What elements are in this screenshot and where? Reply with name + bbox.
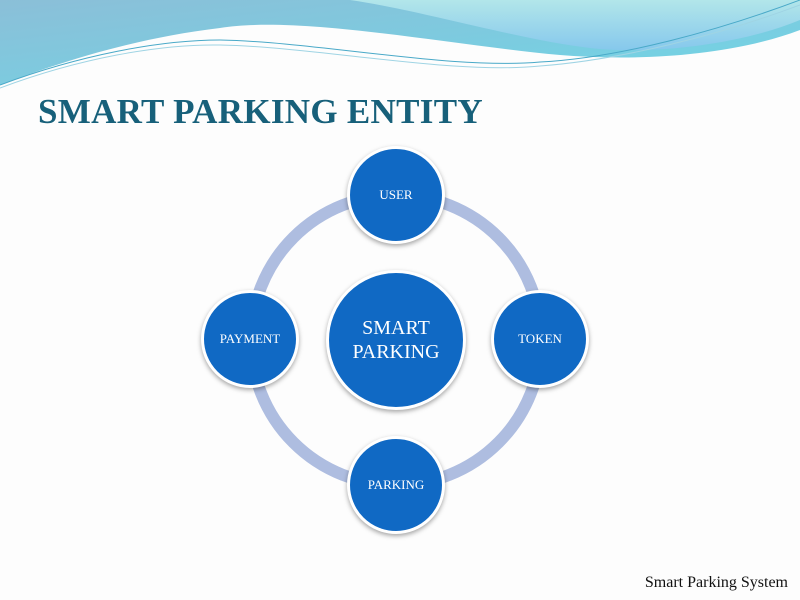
node-token: TOKEN <box>491 290 589 388</box>
node-parking: PARKING <box>347 436 445 534</box>
slide-title: SMART PARKING ENTITY <box>38 92 483 131</box>
center-node-line2: PARKING <box>352 341 440 363</box>
node-payment: PAYMENT <box>201 290 299 388</box>
node-user: USER <box>347 146 445 244</box>
center-node-line1: SMART <box>362 317 430 339</box>
center-node-smart-parking: SMART PARKING <box>326 270 466 410</box>
footer-text: Smart Parking System <box>644 574 788 591</box>
